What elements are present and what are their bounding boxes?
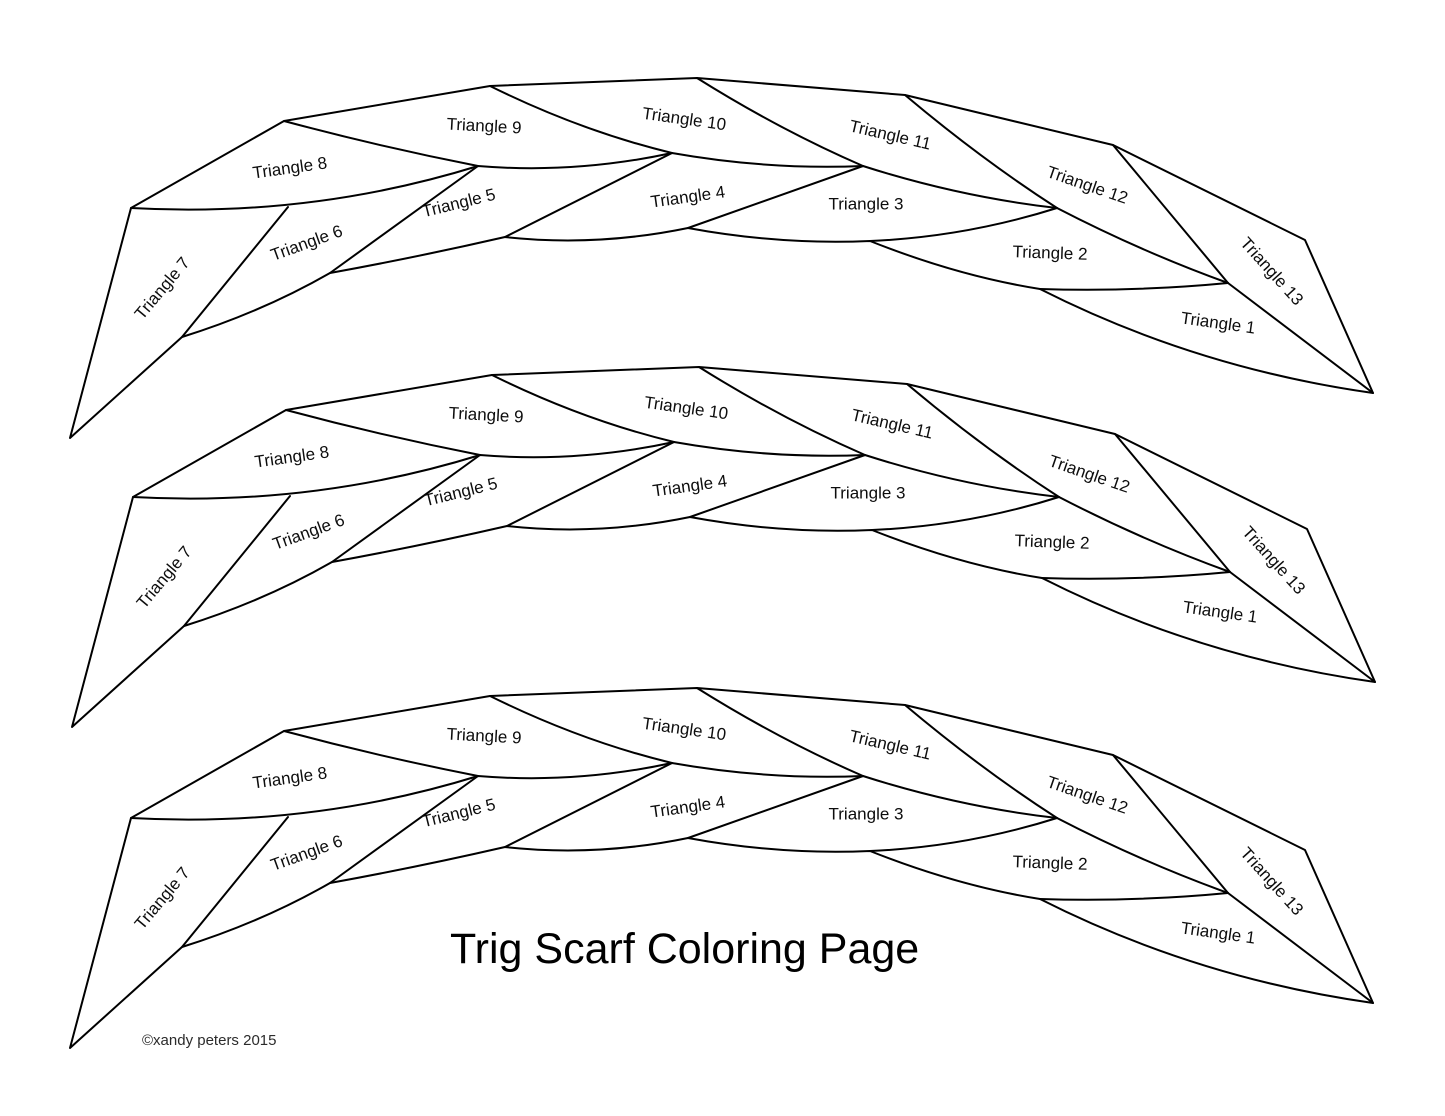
triangle-label-7: Triangle 7 bbox=[131, 864, 194, 934]
triangle-label-5: Triangle 5 bbox=[420, 795, 497, 832]
triangle-separator-line bbox=[1227, 892, 1374, 1004]
triangle-separator-line bbox=[181, 206, 289, 338]
triangle-label-4: Triangle 4 bbox=[651, 471, 728, 500]
triangle-separator-line bbox=[1229, 571, 1376, 683]
triangle-separator-line bbox=[687, 165, 864, 229]
triangle-label-3: Triangle 3 bbox=[829, 804, 904, 823]
triangle-separator-line bbox=[904, 94, 1058, 209]
triangle-label-4: Triangle 4 bbox=[649, 182, 726, 211]
triangle-separator-line bbox=[906, 383, 1060, 498]
scarf-outline bbox=[71, 366, 1376, 728]
triangle-label-2: Triangle 2 bbox=[1012, 242, 1088, 264]
scarf-neck-line bbox=[132, 441, 1231, 573]
triangle-label-5: Triangle 5 bbox=[420, 185, 497, 222]
scarf-1: Triangle 1 Triangle 2 Triangle 3 Triangle 4… bbox=[69, 77, 1374, 439]
triangle-separator-line bbox=[329, 165, 479, 274]
triangle-separator-line bbox=[489, 85, 673, 154]
triangle-separator-line bbox=[283, 120, 479, 167]
scarf-neck-line bbox=[130, 152, 1229, 284]
triangle-label-11: Triangle 11 bbox=[848, 116, 933, 153]
triangle-label-8: Triangle 8 bbox=[253, 442, 330, 471]
scarf-outline bbox=[69, 77, 1374, 439]
triangle-separator-line bbox=[181, 816, 289, 948]
triangle-separator-line bbox=[1227, 282, 1374, 394]
triangle-separator-line bbox=[506, 441, 675, 527]
triangle-separator-line bbox=[904, 704, 1058, 819]
triangle-separator-line bbox=[283, 730, 479, 777]
triangle-label-12: Triangle 12 bbox=[1044, 772, 1130, 817]
triangle-separator-line bbox=[871, 496, 1060, 531]
triangle-separator-line bbox=[1112, 754, 1229, 894]
triangle-label-10: Triangle 10 bbox=[643, 393, 729, 424]
triangle-label-1: Triangle 1 bbox=[1182, 597, 1259, 626]
scarf-outline bbox=[69, 687, 1374, 1049]
triangle-label-12: Triangle 12 bbox=[1046, 451, 1132, 496]
triangle-separator-line bbox=[1114, 433, 1231, 573]
triangle-separator-line bbox=[696, 687, 864, 777]
triangle-separator-line bbox=[1039, 892, 1229, 901]
triangle-label-12: Triangle 12 bbox=[1044, 162, 1130, 207]
triangle-separator-line bbox=[504, 762, 673, 848]
scarf-3: Triangle 1 Triangle 2 Triangle 3 Triangle 4… bbox=[69, 687, 1374, 1049]
triangle-label-5: Triangle 5 bbox=[422, 474, 499, 511]
scarf-2: Triangle 1 Triangle 2 Triangle 3 Triangle 4… bbox=[71, 366, 1376, 728]
triangle-separator-line bbox=[1112, 144, 1229, 284]
triangle-separator-line bbox=[698, 366, 866, 456]
triangle-label-9: Triangle 9 bbox=[448, 404, 524, 427]
triangle-label-11: Triangle 11 bbox=[848, 726, 933, 763]
triangle-separator-line bbox=[489, 695, 673, 764]
triangle-label-1: Triangle 1 bbox=[1180, 918, 1257, 947]
triangle-label-8: Triangle 8 bbox=[251, 153, 328, 182]
triangle-label-7: Triangle 7 bbox=[133, 543, 196, 613]
triangle-label-11: Triangle 11 bbox=[850, 405, 935, 442]
triangle-separator-line bbox=[491, 374, 675, 443]
triangle-separator-line bbox=[1041, 571, 1231, 580]
triangle-label-1: Triangle 1 bbox=[1180, 308, 1257, 337]
triangle-separator-line bbox=[285, 409, 481, 456]
triangle-separator-line bbox=[687, 775, 864, 839]
triangle-label-7: Triangle 7 bbox=[131, 254, 194, 324]
triangle-separator-line bbox=[696, 77, 864, 167]
triangle-separator-line bbox=[689, 454, 866, 518]
triangle-label-9: Triangle 9 bbox=[446, 115, 522, 138]
triangle-label-10: Triangle 10 bbox=[641, 104, 727, 135]
triangle-label-3: Triangle 3 bbox=[831, 483, 906, 502]
copyright-text: ©xandy peters 2015 bbox=[142, 1032, 277, 1049]
triangle-separator-line bbox=[869, 207, 1058, 242]
triangle-label-9: Triangle 9 bbox=[446, 725, 522, 748]
triangle-separator-line bbox=[329, 775, 479, 884]
triangle-label-10: Triangle 10 bbox=[641, 714, 727, 745]
scarf-neck-line bbox=[130, 762, 1229, 894]
triangle-label-6: Triangle 6 bbox=[270, 510, 347, 553]
triangle-label-6: Triangle 6 bbox=[268, 831, 345, 874]
triangle-label-3: Triangle 3 bbox=[829, 194, 904, 213]
triangle-separator-line bbox=[504, 152, 673, 238]
triangle-label-6: Triangle 6 bbox=[268, 221, 345, 264]
triangle-separator-line bbox=[331, 454, 481, 563]
page-title: Trig Scarf Coloring Page bbox=[450, 925, 920, 973]
triangle-label-8: Triangle 8 bbox=[251, 763, 328, 792]
triangle-separator-line bbox=[183, 495, 291, 627]
triangle-label-4: Triangle 4 bbox=[649, 792, 726, 821]
triangle-label-2: Triangle 2 bbox=[1012, 852, 1088, 874]
triangle-separator-line bbox=[869, 817, 1058, 852]
triangle-label-2: Triangle 2 bbox=[1014, 531, 1090, 553]
triangle-separator-line bbox=[1039, 282, 1229, 291]
